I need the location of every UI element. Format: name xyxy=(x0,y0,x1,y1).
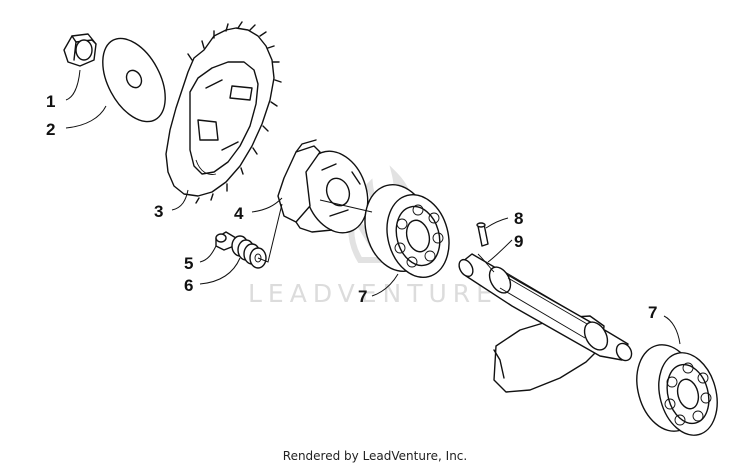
callout-8: 8 xyxy=(514,209,523,228)
part-2-washer xyxy=(102,37,166,123)
part-9-crankshaft xyxy=(458,253,633,393)
footer-credit: Rendered by LeadVenture, Inc. xyxy=(282,449,468,463)
callout-5: 5 xyxy=(184,254,193,273)
part-4-clutch-hub xyxy=(277,139,369,234)
part-8-key xyxy=(476,222,489,247)
part-1-hex-nut xyxy=(63,33,97,67)
leader-lines xyxy=(65,69,681,345)
callout-4: 4 xyxy=(234,204,244,223)
part-7-bearing-upper xyxy=(364,183,450,279)
part-5-pin xyxy=(215,231,237,251)
part-6-spring xyxy=(231,235,267,269)
callout-7-lower: 7 xyxy=(648,303,657,322)
callout-7-upper: 7 xyxy=(358,287,367,306)
callout-9: 9 xyxy=(514,232,523,251)
callout-3: 3 xyxy=(154,202,163,221)
callout-6: 6 xyxy=(184,276,193,295)
callout-labels: 1 2 3 4 5 6 7 8 9 7 xyxy=(46,92,657,322)
part-3-gear xyxy=(165,21,282,204)
watermark-text: LEADVENTURE xyxy=(248,279,498,308)
callout-2: 2 xyxy=(46,120,55,139)
part-7-bearing-lower xyxy=(636,344,718,436)
callout-1: 1 xyxy=(46,92,55,111)
